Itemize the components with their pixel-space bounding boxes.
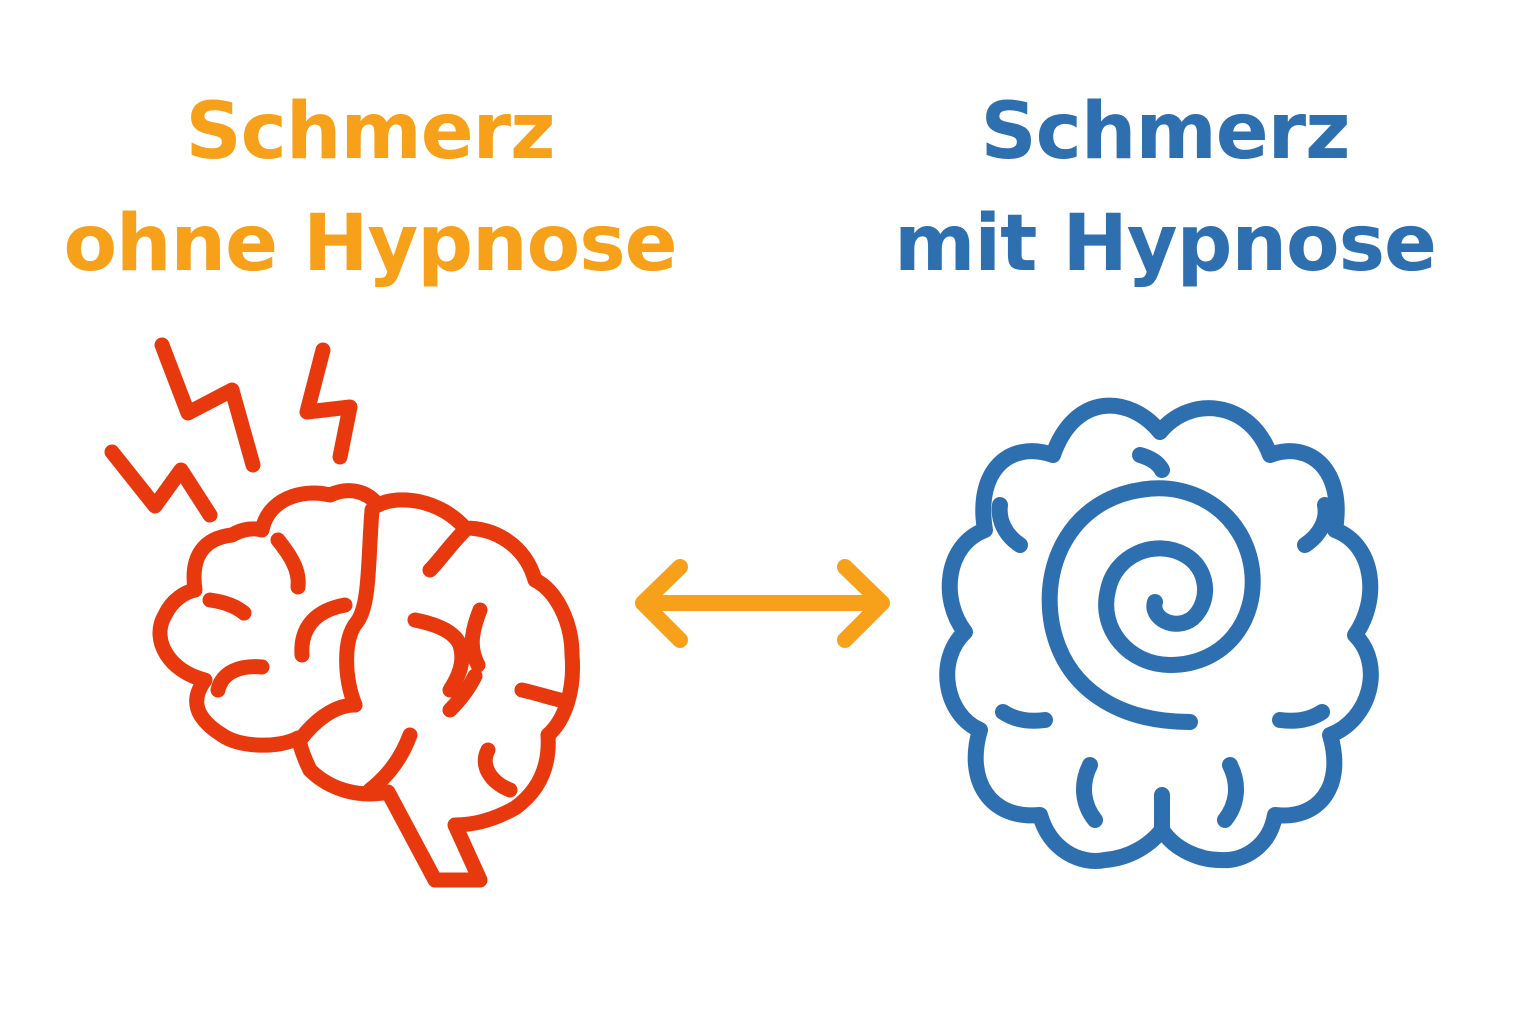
brain-fold	[442, 668, 483, 718]
heading-right-line1: Schmerz	[980, 87, 1351, 177]
cloud-inner-curve	[991, 497, 1028, 553]
brain-fold	[477, 742, 518, 798]
spiral	[1041, 480, 1261, 730]
cloud-inner-curve	[1217, 757, 1244, 828]
double-arrow-icon	[635, 559, 890, 648]
brain-fold	[292, 697, 363, 748]
brain-fold	[464, 602, 488, 673]
brain-fold	[514, 682, 568, 708]
brain-outline	[152, 483, 581, 888]
cloud-inner-curve	[1132, 447, 1170, 478]
heading-left-line2: ohne Hypnose	[63, 199, 677, 289]
lightning-bolt-icon	[104, 337, 358, 523]
brain-fold	[422, 522, 473, 578]
brain-fold	[362, 727, 418, 798]
heading-with-hypnosis: Schmerz mit Hypnose	[815, 76, 1515, 300]
brain-with-lightning-icon	[104, 337, 581, 888]
brain-fold	[339, 502, 380, 713]
brain-fold	[407, 612, 470, 698]
brain-fold	[210, 659, 270, 698]
heading-right-line2: mit Hypnose	[894, 199, 1437, 289]
cloud-spiral-icon	[939, 397, 1379, 869]
brain-fold	[294, 597, 353, 663]
brain-fold	[202, 592, 252, 621]
cloud-inner-curve	[1076, 757, 1103, 828]
heading-left-line1: Schmerz	[185, 87, 556, 177]
brain-fold	[270, 532, 306, 595]
cloud-inner-curve	[1272, 704, 1330, 729]
cloud-inner-curve	[995, 704, 1053, 729]
cloud-inner-curve	[1297, 497, 1334, 553]
heading-without-hypnosis: Schmerz ohne Hypnose	[20, 76, 720, 300]
